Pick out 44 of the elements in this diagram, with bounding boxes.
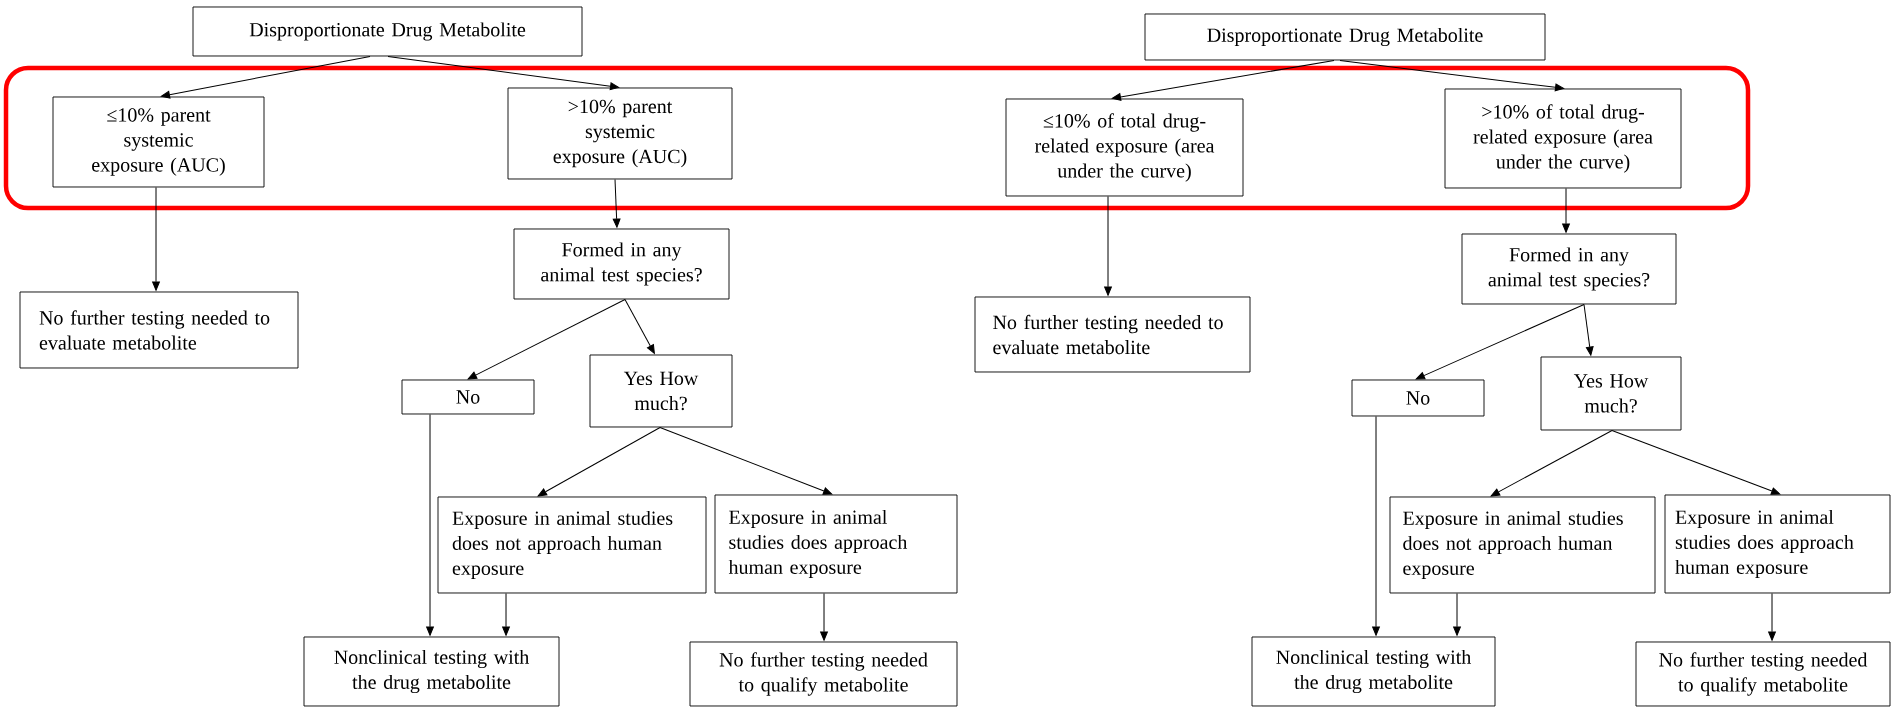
flowchart-box: Nonclinical testing with the drug metabolite xyxy=(1251,636,1496,707)
flowchart-box: Disproportionate Drug Metabolite xyxy=(1144,13,1546,61)
flowchart-box: >10% of total drug-related exposure (area under the curve) xyxy=(1444,88,1682,189)
flowchart-box: No further testing needed to evaluate metabolite xyxy=(974,296,1251,373)
flowchart-box: Exposure in animal studies does not approach human exposure xyxy=(1389,496,1656,594)
arrow xyxy=(160,55,371,99)
flowchart-box: ≤10% parent systemic exposure (AUC) xyxy=(52,96,265,188)
flowchart-box: Formed in any animal test species? xyxy=(1461,233,1677,305)
flowchart-box: Yes How much? xyxy=(1540,356,1682,431)
flowchart-box: No xyxy=(1351,379,1485,417)
flowchart-box: Exposure in animal studies does approach human exposure xyxy=(1664,494,1891,594)
flowchart-box: Yes How much? xyxy=(589,354,733,428)
flowchart-box: No xyxy=(401,379,535,415)
arrow xyxy=(426,413,434,636)
flowchart-box: Formed in any animal test species? xyxy=(513,228,730,300)
flowchart-box: ≤10% of total drug-related exposure (area under the curve) xyxy=(1005,98,1244,197)
arrow xyxy=(1415,303,1585,380)
arrow xyxy=(1611,429,1781,495)
arrow xyxy=(1453,592,1461,636)
flowchart-box: Disproportionate Drug Metabolite xyxy=(192,6,583,57)
arrow xyxy=(624,298,655,354)
arrow xyxy=(1372,415,1380,636)
flowchart-box: >10% parent systemic exposure (AUC) xyxy=(507,87,733,180)
arrow xyxy=(1104,195,1112,296)
arrow xyxy=(1583,303,1594,356)
arrow xyxy=(1339,59,1565,92)
flowchart-box: No further testing needed to qualify metabolite xyxy=(689,641,958,707)
arrow xyxy=(1490,429,1613,497)
arrow xyxy=(820,592,828,641)
arrow xyxy=(1562,187,1570,233)
arrow xyxy=(467,298,626,380)
arrow xyxy=(152,186,160,291)
flowchart-box: No further testing needed to qualify metabolite xyxy=(1635,641,1891,707)
arrow xyxy=(502,592,510,636)
arrow xyxy=(612,178,621,228)
flowchart-box: Exposure in animal studies does approach human exposure xyxy=(714,494,958,594)
flowchart-box: No further testing needed to evaluate metabolite xyxy=(19,291,299,369)
arrow xyxy=(537,426,661,497)
flowchart-box: Exposure in animal studies does not approach human exposure xyxy=(437,496,707,594)
arrow xyxy=(387,55,620,91)
arrow xyxy=(1111,59,1335,101)
arrow xyxy=(659,426,833,495)
flowchart-box: Nonclinical testing with the drug metabolite xyxy=(303,636,560,707)
arrow xyxy=(1768,592,1776,641)
